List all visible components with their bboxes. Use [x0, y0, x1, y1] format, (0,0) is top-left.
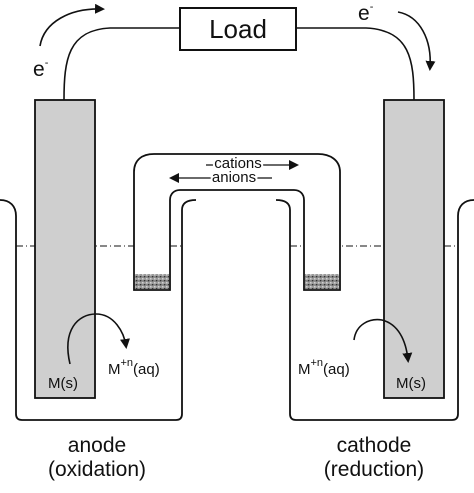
cathode-title: cathode [337, 434, 412, 457]
salt-bridge-tube [133, 153, 341, 291]
electron-label-right: e- [358, 1, 374, 25]
cations-label: cations [214, 155, 262, 172]
cathode-beaker [275, 199, 474, 421]
anode-title: anode [68, 434, 126, 457]
anode-electrode [34, 99, 96, 399]
anode-metal-label: M(s) [48, 375, 78, 392]
salt-bridge-plug-left [135, 274, 169, 289]
anode-beaker [0, 199, 197, 421]
load-label: Load [209, 14, 267, 44]
salt-bridge-plug-right [305, 274, 339, 289]
cathode-ion-label: M+n(aq) [298, 357, 350, 378]
cathode-metal-label: M(s) [396, 375, 426, 392]
cathode-subtitle: (reduction) [324, 458, 424, 481]
anode-ion-label: M+n(aq) [108, 357, 160, 378]
load-box [179, 7, 297, 51]
anions-label: anions [212, 169, 256, 186]
electron-arrow-left [39, 3, 105, 47]
cathode-electrode [383, 99, 445, 399]
anode-reaction-arrow [67, 313, 130, 365]
cathode-reaction-arrow [353, 318, 413, 363]
electron-arrow-right [397, 11, 436, 71]
electron-label-left: e- [33, 57, 49, 81]
external-wire [63, 27, 415, 101]
anode-subtitle: (oxidation) [48, 458, 146, 481]
